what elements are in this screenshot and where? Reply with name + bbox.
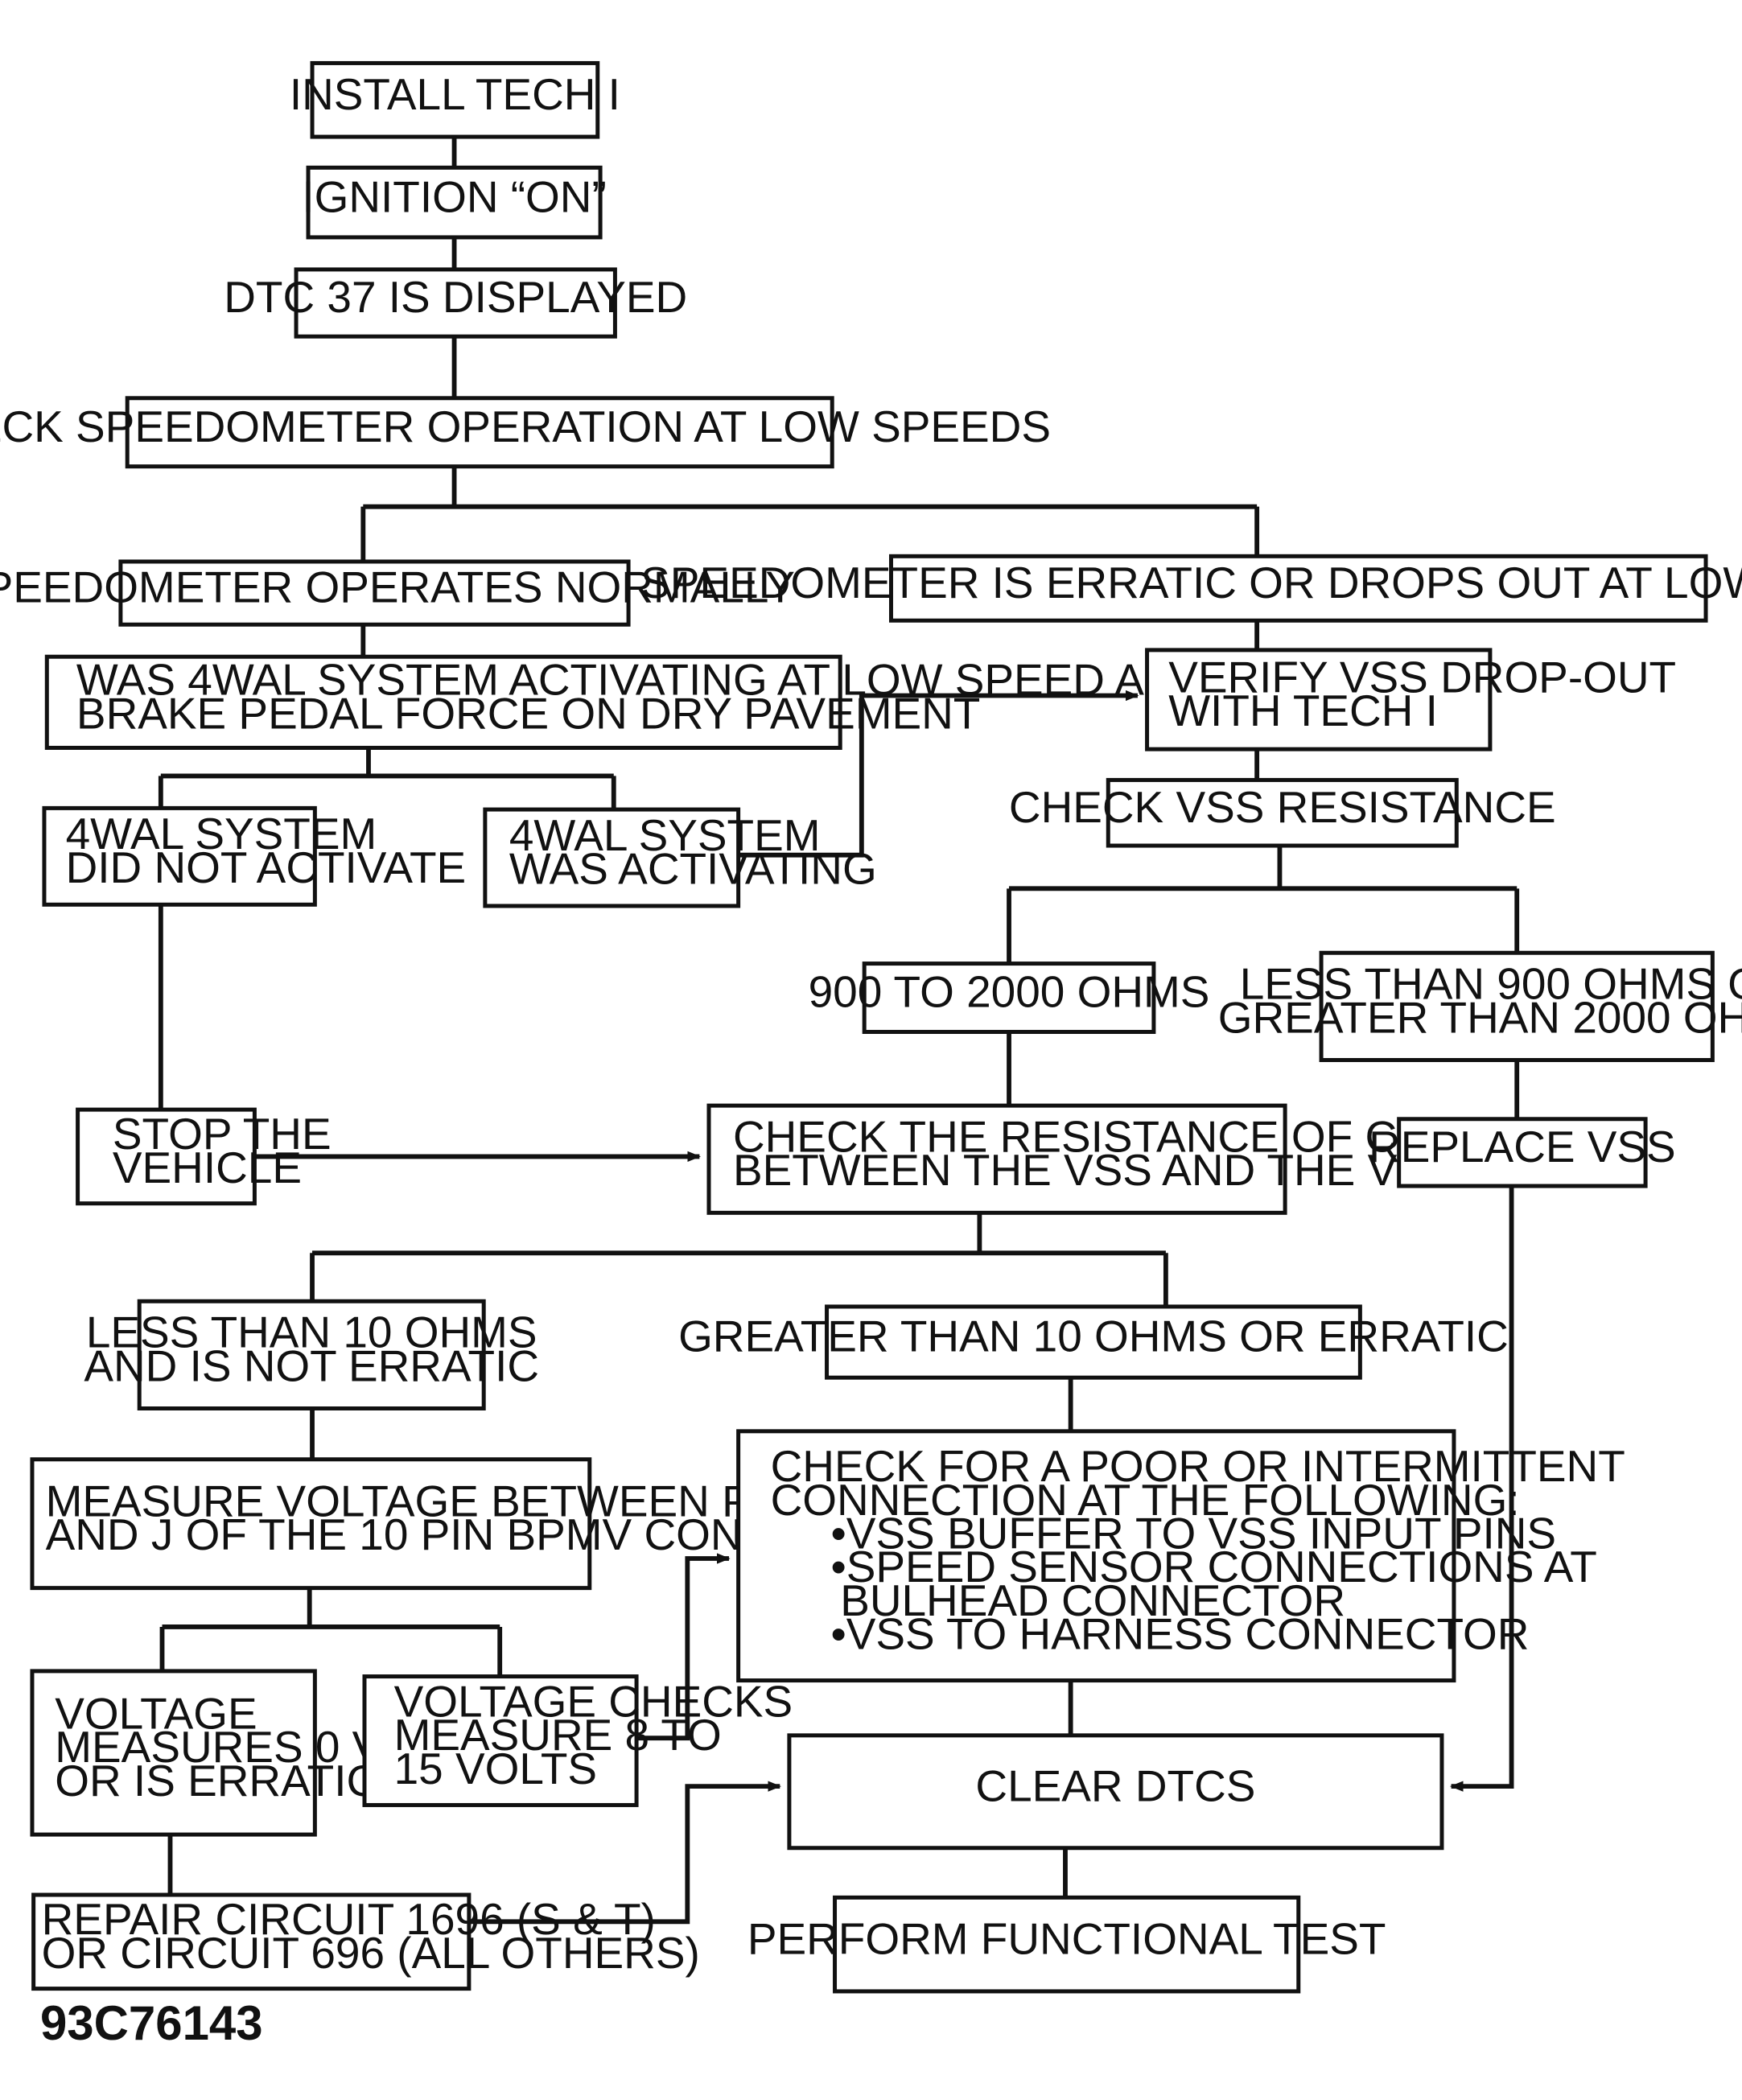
node-label-line: AND IS NOT ERRATIC [84, 1340, 539, 1390]
node-box [825, 1304, 1362, 1380]
node-box [1106, 777, 1459, 848]
node-box [30, 1669, 317, 1837]
node-box [118, 559, 631, 627]
node-box [306, 165, 603, 240]
node-check-poor-connection: CHECK FOR A POOR OR INTERMITTENTCONNECTI… [736, 1429, 1625, 1683]
node-ignition: IGNITION “ON” [302, 165, 607, 240]
node-label-line: MEASURE VOLTAGE BETWEEN PINS E [46, 1476, 867, 1526]
node-box [1319, 950, 1715, 1062]
node-label-line: 900 TO 2000 OHMS [809, 967, 1210, 1017]
node-label-line: GREATER THAN 10 OHMS OR ERRATIC [678, 1311, 1509, 1361]
node-repair-circuit: REPAIR CIRCUIT 1696 (S & T)OR CIRCUIT 69… [31, 1892, 700, 1991]
node-install: INSTALL TECH I [290, 60, 620, 139]
flow-arrow [636, 1553, 731, 1741]
node-check-speedo: CHECK SPEEDOMETER OPERATION AT LOW SPEED… [0, 396, 1051, 469]
node-label-line: DID NOT ACTIVATE [66, 842, 467, 892]
flow-arrow [1449, 1186, 1514, 1792]
node-label-line: WAS 4WAL SYSTEM ACTIVATING AT LOW SPEED … [76, 655, 1350, 705]
node-box [42, 805, 317, 907]
node-box [30, 1457, 592, 1591]
flowchart-nodes: INSTALL TECH I IGNITION “ON” DTC 37 IS DIS… [0, 60, 1742, 1994]
node-clear-dtcs: CLEAR DTCS [787, 1733, 1444, 1851]
node-label-line: CHECK SPEEDOMETER OPERATION AT LOW SPEED… [0, 401, 1051, 451]
node-label-line: VOLTAGE CHECKS [394, 1677, 793, 1727]
node-box [706, 1103, 1287, 1215]
figure-code: 93C76143 [40, 1996, 263, 2050]
node-label-line: BULHEAD CONNECTOR [840, 1575, 1345, 1625]
node-label-line: 15 VOLTS [394, 1744, 597, 1793]
node-label-line: DTC 37 IS DISPLAYED [224, 272, 687, 322]
node-label-line: LESS THAN 10 OHMS [86, 1307, 537, 1357]
node-box [1145, 648, 1493, 751]
node-box [294, 267, 617, 339]
node-label-line: CHECK FOR A POOR OR INTERMITTENT [771, 1441, 1625, 1491]
node-box [362, 1674, 639, 1807]
node-label-line: STOP THE [113, 1109, 332, 1159]
node-label-line: REPLACE VSS [1369, 1122, 1676, 1171]
node-label-line: LESS THAN 900 OHMS OR [1240, 959, 1742, 1009]
node-label-line: •SPEED SENSOR CONNECTIONS AT [831, 1542, 1597, 1591]
node-label-line: BRAKE PEDAL FORCE ON DRY PAVEMENT [76, 688, 980, 738]
node-box [736, 1429, 1456, 1683]
node-label-line: REPAIR CIRCUIT 1696 (S & T) [42, 1894, 656, 1944]
node-label-line: SPEEDOMETER OPERATES NORMALLY [0, 562, 795, 612]
node-label-line: •VSS BUFFER TO VSS INPUT PINS [831, 1509, 1557, 1559]
node-box [310, 60, 600, 139]
node-box [833, 1895, 1301, 1994]
node-speedo-normal: SPEEDOMETER OPERATES NORMALLY [0, 559, 795, 627]
node-box [125, 396, 834, 469]
node-box [1397, 1117, 1648, 1188]
node-label-line: CLEAR DTCS [975, 1760, 1255, 1810]
node-box [137, 1299, 486, 1410]
node-label-line: SPEEDOMETER IS ERRATIC OR DROPS OUT AT L… [640, 558, 1742, 607]
node-label-line: PERFORM FUNCTIONAL TEST [747, 1913, 1386, 1963]
node-label-line: OR CIRCUIT 696 (ALL OTHERS) [42, 1928, 700, 1978]
node-check-vss-res: CHECK VSS RESISTANCE [1009, 777, 1556, 848]
connector-lines [158, 137, 1520, 1925]
node-label-line: MEASURE 8 TO [394, 1710, 722, 1760]
node-label-line: WITH TECH I [1168, 686, 1438, 735]
node-greater-10-ohms: GREATER THAN 10 OHMS OR ERRATIC [678, 1304, 1509, 1380]
node-label-line: CHECK VSS RESISTANCE [1009, 782, 1556, 832]
node-was-4wal: WAS 4WAL SYSTEM ACTIVATING AT LOW SPEED … [44, 654, 1350, 750]
node-label-line: IGNITION “ON” [302, 171, 606, 221]
node-functional-test: PERFORM FUNCTIONAL TEST [747, 1895, 1386, 1994]
node-label-line: WAS ACTIVATING [509, 843, 877, 893]
node-label-line: 4WAL SYSTEM [509, 810, 821, 860]
node-replace-vss: REPLACE VSS [1369, 1117, 1676, 1188]
node-label-line: VEHICLE [113, 1143, 302, 1192]
node-box [31, 1892, 472, 1991]
node-box [862, 961, 1156, 1035]
node-label-line: VOLTAGE [55, 1689, 257, 1739]
flow-arrow [468, 1781, 781, 1925]
node-ohms-900-2000: 900 TO 2000 OHMS [809, 961, 1210, 1035]
flow-arrow [738, 690, 1139, 858]
node-label-line: GREATER THAN 2000 OHMS [1218, 992, 1742, 1042]
node-label-line: VERIFY VSS DROP-OUT [1168, 652, 1676, 702]
node-label-line: •VSS TO HARNESS CONNECTOR [831, 1608, 1530, 1658]
node-box [76, 1107, 257, 1206]
node-box [483, 807, 741, 908]
node-label-line: 4WAL SYSTEM [66, 809, 377, 859]
node-speedo-erratic: SPEEDOMETER IS ERRATIC OR DROPS OUT AT L… [640, 554, 1742, 623]
node-label-line: OR IS ERRATIC [55, 1756, 378, 1806]
node-label-line: INSTALL TECH I [290, 69, 620, 119]
node-box [888, 554, 1708, 623]
node-box [44, 654, 842, 750]
node-dtc37: DTC 37 IS DISPLAYED [224, 267, 687, 339]
node-label-line: CONNECTION AT THE FOLLOWING: [771, 1475, 1520, 1525]
node-box [787, 1733, 1444, 1851]
